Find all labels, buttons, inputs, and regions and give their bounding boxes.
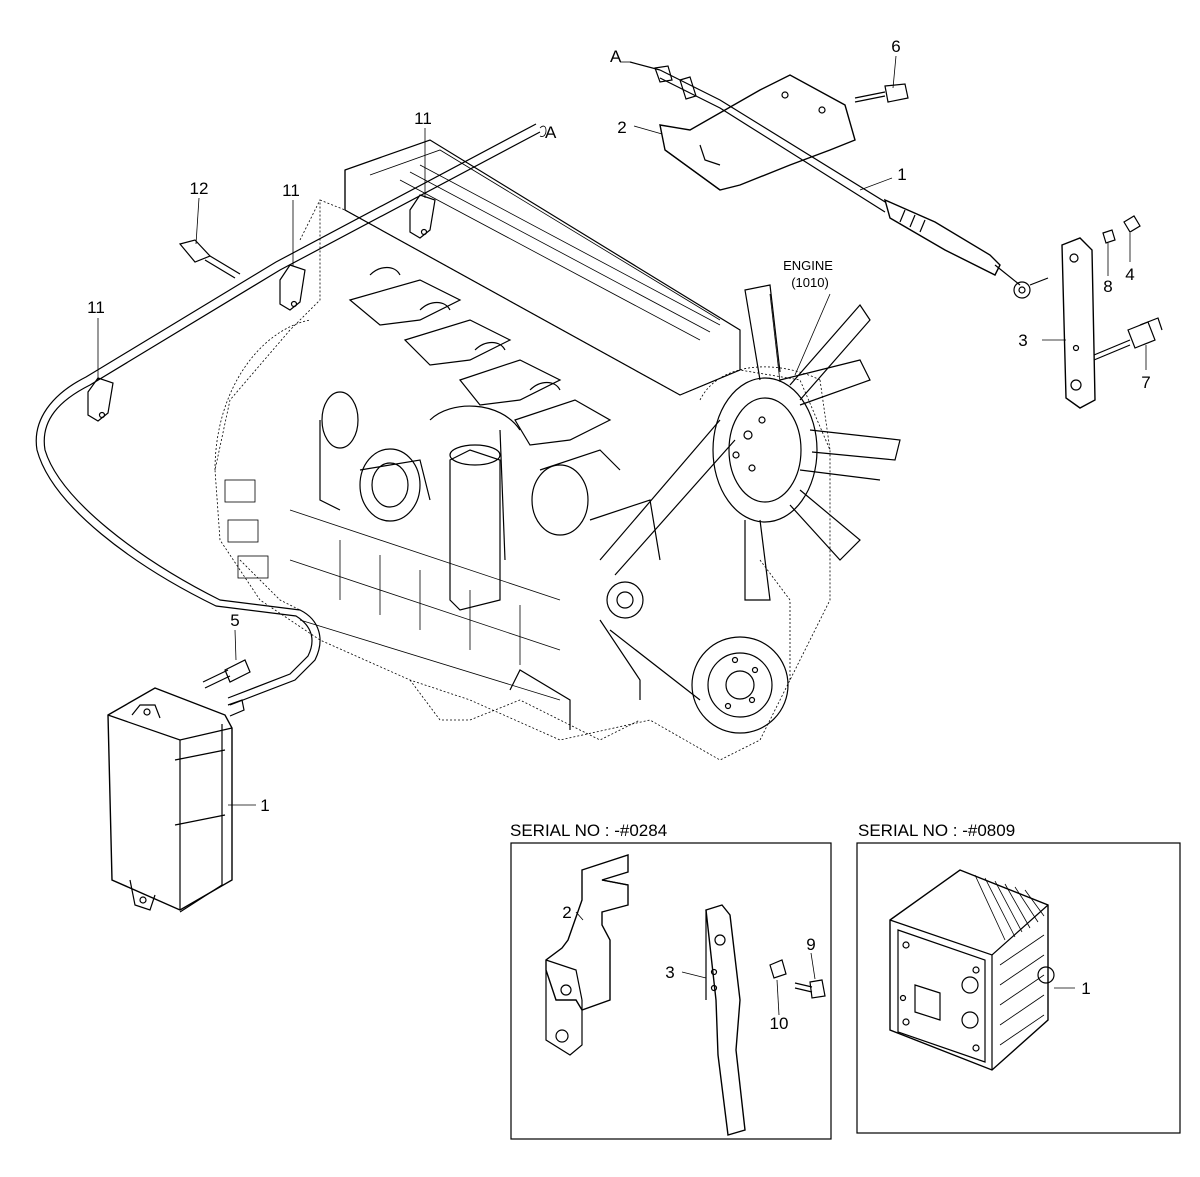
inset-left-callout-10: 10 [770, 1014, 789, 1033]
inset-left-callout-3: 3 [665, 963, 674, 982]
callout-11-left: 11 [87, 298, 105, 317]
svg-text:ENGINE: ENGINE [783, 258, 833, 273]
callout-7: 7 [1141, 373, 1150, 392]
callout-12: 12 [190, 179, 209, 198]
callout-5: 5 [230, 611, 239, 630]
cable-assembly [629, 61, 1163, 409]
engine-drawing [214, 139, 901, 761]
inset-right-title: SERIAL NO : -#0809 [858, 821, 1015, 840]
svg-text:(1010): (1010) [791, 275, 829, 290]
callout-11-top: 11 [414, 109, 432, 128]
control-cable [35, 123, 541, 706]
connector-a-top: A [539, 123, 557, 142]
engine-label: ENGINE (1010) [769, 258, 833, 383]
leader-lines [97, 55, 1147, 806]
callout-1-cable: 1 [897, 165, 906, 184]
svg-text:A: A [610, 47, 622, 66]
inset-right-callout-1: 1 [1081, 979, 1090, 998]
callout-3: 3 [1018, 331, 1027, 350]
cable-clamp-11 [87, 194, 436, 422]
bolt-12 [178, 239, 241, 279]
inset-left-callout-9: 9 [806, 935, 815, 954]
inset-right: SERIAL NO : -#0809 1 [856, 821, 1181, 1134]
inset-left-callout-2: 2 [562, 903, 571, 922]
callout-4: 4 [1125, 265, 1134, 284]
callout-1-box: 1 [260, 796, 269, 815]
cooler-box [107, 687, 245, 913]
callouts: 6 2 1 3 8 4 7 11 11 11 12 5 1 [87, 37, 1151, 815]
callout-11-mid: 11 [282, 181, 300, 200]
callout-2: 2 [617, 118, 626, 137]
callout-6: 6 [891, 37, 900, 56]
bolt-5 [202, 659, 251, 689]
callout-8: 8 [1103, 277, 1112, 296]
svg-text:A: A [545, 123, 557, 142]
inset-left: SERIAL NO : -#0284 2 3 9 10 [510, 821, 832, 1140]
connector-a-right: A [610, 47, 630, 66]
inset-left-title: SERIAL NO : -#0284 [510, 821, 667, 840]
